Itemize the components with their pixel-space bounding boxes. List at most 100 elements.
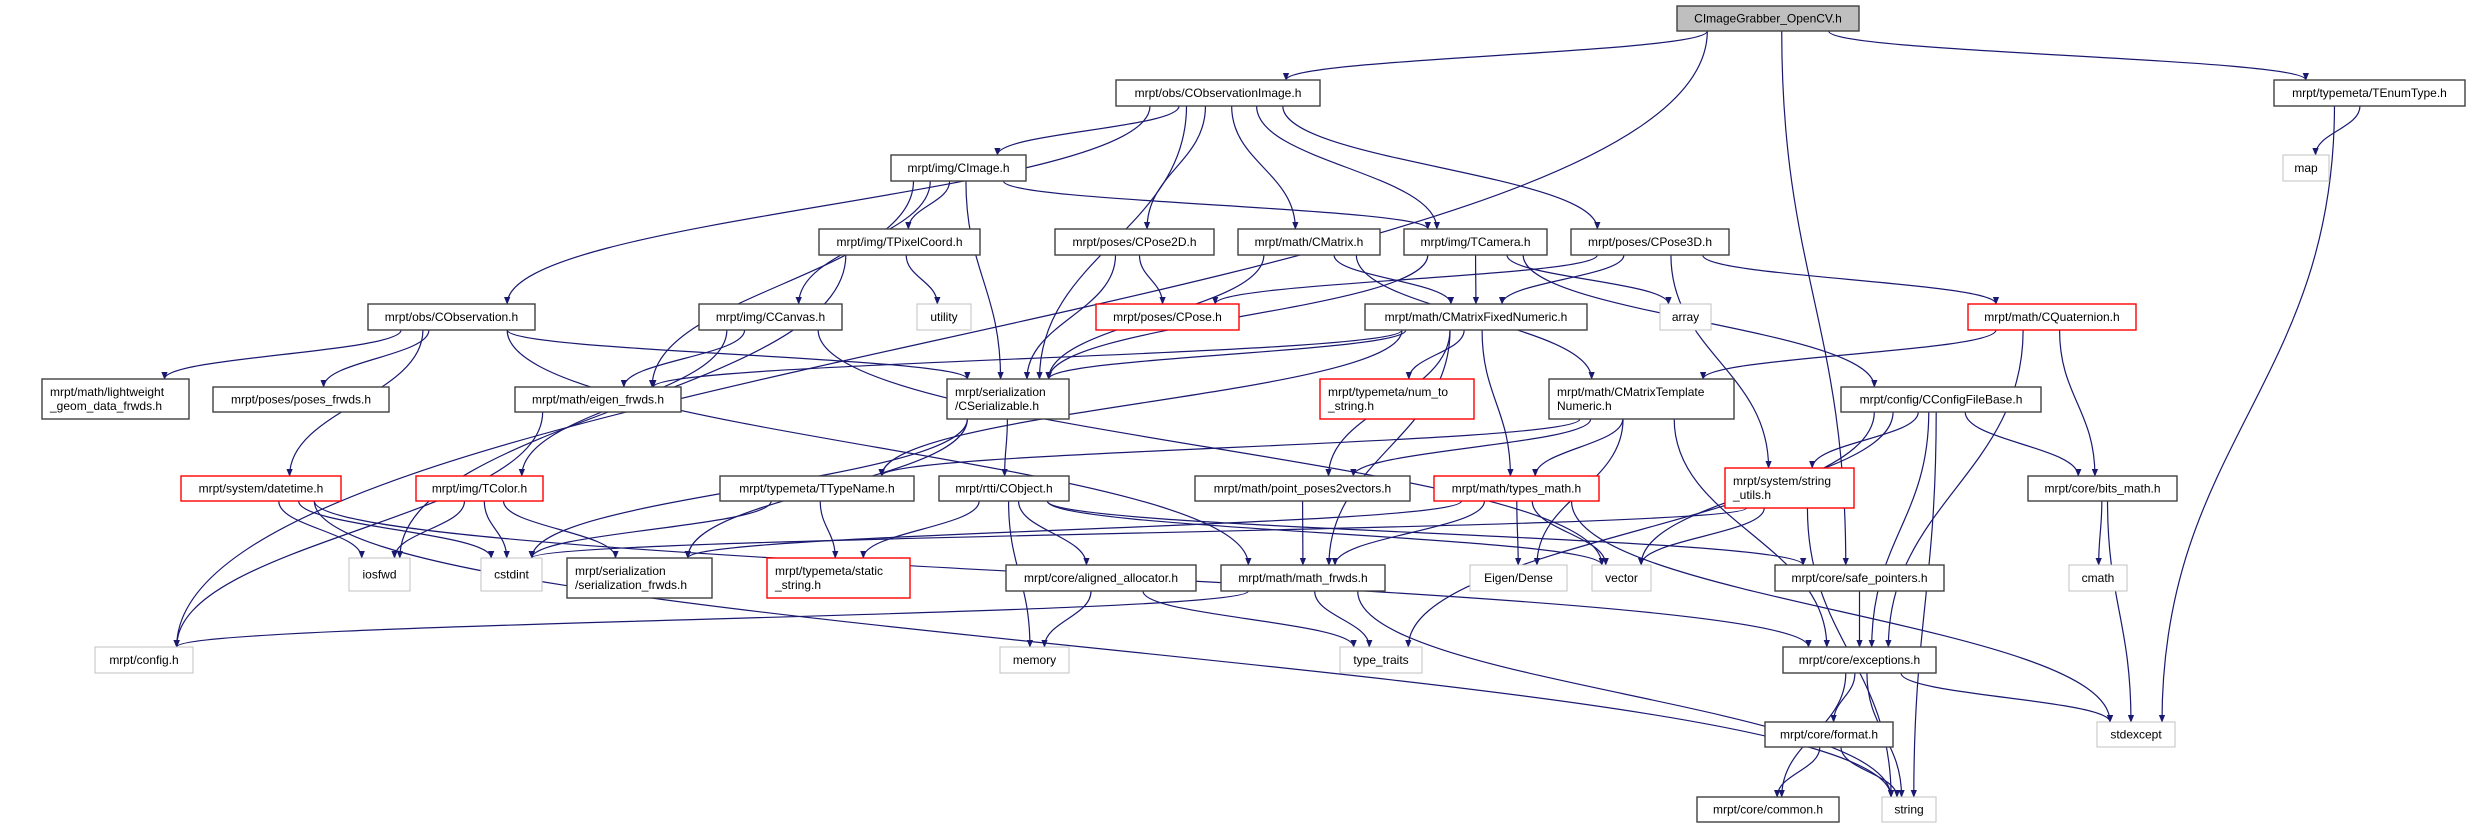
node-label: mrpt/serialization xyxy=(575,564,666,578)
node-box xyxy=(2273,79,2466,107)
node-label: mrpt/math/lightweight xyxy=(50,385,165,399)
node-eigenfrwds[interactable]: mrpt/math/eigen_frwds.h xyxy=(514,386,682,413)
node-alignedalloc[interactable]: mrpt/core/aligned_allocator.h xyxy=(1005,564,1197,592)
edge-cconfig-to-typetraits xyxy=(1405,411,1875,648)
node-ttypename[interactable]: mrpt/typemeta/TTypeName.h xyxy=(719,475,915,502)
node-root[interactable]: CImageGrabber_OpenCV.h xyxy=(1676,5,1860,32)
node-datetime[interactable]: mrpt/system/datetime.h xyxy=(180,475,342,502)
edge-cmfn-to-eigenfrwds xyxy=(650,329,1403,388)
node-box xyxy=(999,646,1070,674)
edge-cpose2d-to-cserial xyxy=(1023,254,1117,380)
node-label: mrpt/img/CCanvas.h xyxy=(716,310,825,324)
edge-ttypename-to-cstdint xyxy=(528,500,772,559)
node-label: mrpt/math/CMatrix.h xyxy=(1255,235,1364,249)
node-cserial[interactable]: mrpt/serialization/CSerializable.h xyxy=(946,378,1070,420)
node-utility[interactable]: utility xyxy=(916,303,972,331)
edge-typesmath-to-eigendense xyxy=(1514,500,1522,566)
edge-exceptions-to-stdexcept xyxy=(1900,672,2114,723)
node-stdexcept[interactable]: stdexcept xyxy=(2096,721,2176,748)
node-exceptions[interactable]: mrpt/core/exceptions.h xyxy=(1782,646,1937,674)
node-array[interactable]: array xyxy=(1659,303,1712,331)
node-cquat[interactable]: mrpt/math/CQuaternion.h xyxy=(1967,303,2137,331)
node-lightweight[interactable]: mrpt/math/lightweight_geom_data_frwds.h xyxy=(41,378,190,420)
node-box xyxy=(1115,79,1321,107)
node-box xyxy=(698,303,843,331)
node-eigendense[interactable]: Eigen/Dense xyxy=(1469,564,1568,592)
node-cpose[interactable]: mrpt/poses/CPose.h xyxy=(1095,303,1240,331)
node-staticstr[interactable]: mrpt/typemeta/static_string.h xyxy=(766,557,911,599)
node-cpose3d[interactable]: mrpt/poses/CPose3D.h xyxy=(1570,228,1730,256)
node-common[interactable]: mrpt/core/common.h xyxy=(1696,796,1840,823)
node-cobservation[interactable]: mrpt/obs/CObservation.h xyxy=(367,303,536,331)
node-box xyxy=(1591,564,1652,592)
edge-tcolor-to-cstdint xyxy=(483,500,510,559)
node-strutils[interactable]: mrpt/system/string_utils.h xyxy=(1724,467,1855,509)
node-cmatrix[interactable]: mrpt/math/CMatrix.h xyxy=(1237,228,1381,256)
node-cobject[interactable]: mrpt/rtti/CObject.h xyxy=(938,475,1070,502)
node-map[interactable]: map xyxy=(2282,154,2330,182)
node-posesfrwds[interactable]: mrpt/poses/poses_frwds.h xyxy=(212,386,390,413)
node-ccanvas[interactable]: mrpt/img/CCanvas.h xyxy=(698,303,843,331)
node-cmfn[interactable]: mrpt/math/CMatrixFixedNumeric.h xyxy=(1364,303,1588,331)
node-label: mrpt/core/bits_math.h xyxy=(2044,482,2160,496)
node-box xyxy=(1840,386,2042,413)
node-obsimg[interactable]: mrpt/obs/CObservationImage.h xyxy=(1115,79,1321,107)
node-label: mrpt/core/aligned_allocator.h xyxy=(1024,571,1178,585)
node-box xyxy=(719,475,915,502)
edge-cmfn-to-numtostr xyxy=(1405,329,1465,380)
edge-ccanvas-to-vector xyxy=(817,329,1605,566)
node-format[interactable]: mrpt/core/format.h xyxy=(1764,721,1894,748)
node-label: mrpt/core/format.h xyxy=(1780,728,1878,742)
node-box xyxy=(1881,796,1937,823)
node-box xyxy=(1676,5,1860,32)
node-tcamera[interactable]: mrpt/img/TCamera.h xyxy=(1403,228,1548,256)
node-vector[interactable]: vector xyxy=(1591,564,1652,592)
edge-format-to-string xyxy=(1840,746,1901,798)
node-typetraits[interactable]: type_traits xyxy=(1339,646,1423,674)
node-enumtype[interactable]: mrpt/typemeta/TEnumType.h xyxy=(2273,79,2466,107)
node-serfrwds[interactable]: mrpt/serialization/serialization_frwds.h xyxy=(566,557,713,599)
node-memory[interactable]: memory xyxy=(999,646,1070,674)
node-box xyxy=(1095,303,1240,331)
edge-tcolor-to-iosfwd xyxy=(391,500,466,559)
node-pixelcoord[interactable]: mrpt/img/TPixelCoord.h xyxy=(818,228,981,256)
edge-strutils-to-vector xyxy=(1638,507,1765,566)
node-box xyxy=(2282,154,2330,182)
node-box xyxy=(41,378,190,420)
node-label: mrpt/math/math_frwds.h xyxy=(1238,571,1367,585)
node-config[interactable]: mrpt/config.h xyxy=(94,646,194,674)
edge-root-to-obsimg xyxy=(1282,30,1708,81)
node-pp2v[interactable]: mrpt/math/point_poses2vectors.h xyxy=(1194,475,1411,502)
node-cmath[interactable]: cmath xyxy=(2068,564,2128,592)
edge-tcolor-to-serfrwds xyxy=(502,500,619,559)
node-box xyxy=(566,557,713,599)
node-box xyxy=(1220,564,1386,592)
node-cimage[interactable]: mrpt/img/CImage.h xyxy=(890,154,1027,182)
node-cpose2d[interactable]: mrpt/poses/CPose2D.h xyxy=(1054,228,1215,256)
node-box xyxy=(94,646,194,674)
edge-cimage-to-tcamera xyxy=(1002,180,1431,230)
edge-mathfrwds-to-typetraits xyxy=(1314,590,1373,648)
node-cstdint[interactable]: cstdint xyxy=(480,557,543,592)
node-iosfwd[interactable]: iosfwd xyxy=(348,557,411,592)
node-box xyxy=(1967,303,2137,331)
node-mathfrwds[interactable]: mrpt/math/math_frwds.h xyxy=(1220,564,1386,592)
node-label: mrpt/math/CMatrixFixedNumeric.h xyxy=(1385,310,1568,324)
node-string[interactable]: string xyxy=(1881,796,1937,823)
node-box xyxy=(1319,378,1475,420)
edge-cmtn-to-exceptions xyxy=(1673,418,1830,648)
node-label: mrpt/config/CConfigFileBase.h xyxy=(1860,393,2023,407)
edge-eigenfrwds-to-config xyxy=(173,411,544,648)
node-label: mrpt/poses/CPose.h xyxy=(1113,310,1222,324)
node-safeptr[interactable]: mrpt/core/safe_pointers.h xyxy=(1774,564,1945,592)
node-typesmath[interactable]: mrpt/math/types_math.h xyxy=(1433,475,1600,502)
edge-cmfn-to-ttypename xyxy=(878,329,1403,477)
edge-enumtype-to-stdexcept xyxy=(2158,105,2336,723)
node-cconfig[interactable]: mrpt/config/CConfigFileBase.h xyxy=(1840,386,2042,413)
node-numtostr[interactable]: mrpt/typemeta/num_to_string.h xyxy=(1319,378,1475,420)
node-box xyxy=(212,386,390,413)
node-tcolor[interactable]: mrpt/img/TColor.h xyxy=(415,475,544,502)
node-label: map xyxy=(2294,161,2318,175)
node-bitsmath[interactable]: mrpt/core/bits_math.h xyxy=(2027,475,2178,502)
